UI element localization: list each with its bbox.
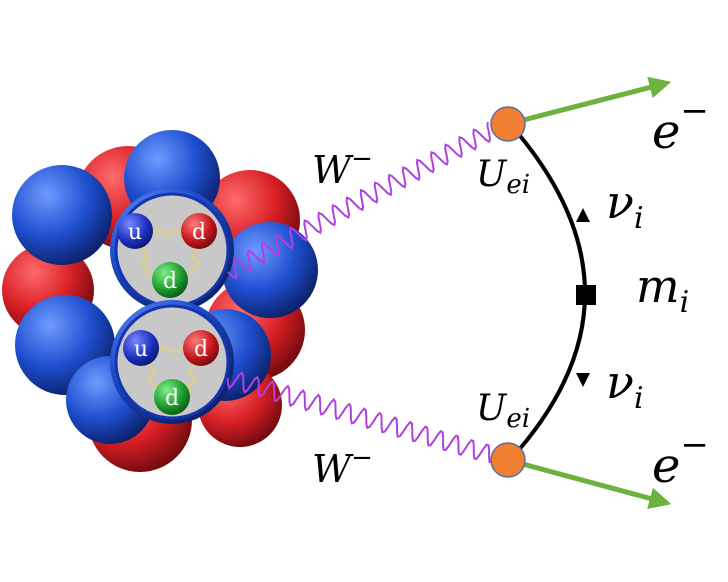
vertex-top <box>490 106 526 142</box>
electron-label-bottom: e− <box>652 425 709 494</box>
quark-d <box>183 330 219 366</box>
w-boson-label-top: W− <box>312 144 373 192</box>
quark-label: u <box>134 337 148 362</box>
electron-arrow-bottom <box>507 457 672 510</box>
quark-label: d <box>194 337 208 362</box>
mass-label: mi <box>636 259 689 320</box>
quark-d <box>152 262 188 298</box>
w-boson-line-top <box>227 122 492 280</box>
mixing-label-bottom: Uei <box>476 388 530 434</box>
nucleon-blue <box>222 222 318 318</box>
nucleus: u d d u d d <box>2 130 318 472</box>
nucleon-lower: u d d <box>110 300 234 424</box>
quark-label: d <box>163 269 177 294</box>
w-boson-label-bottom: W− <box>312 443 373 491</box>
quark-d <box>181 213 217 249</box>
quark-label: d <box>165 386 179 411</box>
w-boson-line-bottom <box>227 371 491 464</box>
vertex-bottom <box>490 442 526 478</box>
quark-label: u <box>128 220 142 245</box>
nucleon-upper: u d d <box>110 188 234 312</box>
electron-arrow-top <box>507 76 672 127</box>
electron-label-top: e− <box>652 91 709 160</box>
nucleon-blue <box>12 165 112 265</box>
mixing-label-top: Uei <box>476 154 530 200</box>
quark-u <box>123 330 159 366</box>
quark-label: d <box>192 220 206 245</box>
neutrino-label-top: νi <box>606 175 644 236</box>
neutrino-arrow-bottom <box>576 373 590 387</box>
quark-u <box>117 213 153 249</box>
mass-insertion-marker <box>576 285 596 305</box>
neutrino-arrow-top <box>576 208 590 222</box>
neutrino-label-bottom: νi <box>606 355 644 416</box>
quark-d <box>154 379 190 415</box>
